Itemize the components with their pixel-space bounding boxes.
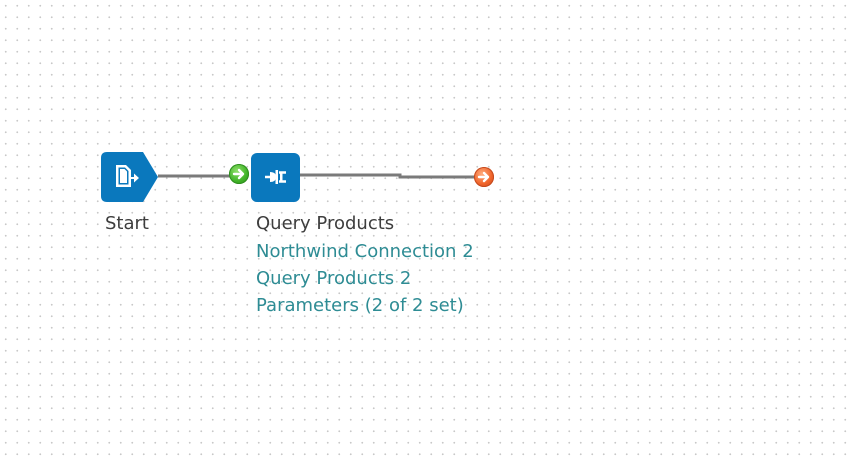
input-port[interactable] (229, 164, 249, 184)
connector-query-to-output[interactable] (300, 173, 475, 179)
connection-link[interactable]: Northwind Connection 2 (256, 241, 474, 262)
start-node[interactable] (101, 152, 159, 202)
parameters-link[interactable]: Parameters (2 of 2 set) (256, 295, 464, 316)
query-products-node[interactable] (251, 153, 300, 202)
arrow-right-icon (477, 171, 490, 183)
arrow-right-icon (232, 168, 245, 180)
query-link[interactable]: Query Products 2 (256, 268, 412, 289)
query-products-node-label: Query Products (256, 213, 395, 234)
start-node-shape (101, 152, 158, 202)
plug-connector-icon (265, 170, 286, 184)
start-node-label: Start (105, 213, 149, 234)
document-export-icon (116, 165, 139, 187)
output-port[interactable] (474, 167, 494, 187)
